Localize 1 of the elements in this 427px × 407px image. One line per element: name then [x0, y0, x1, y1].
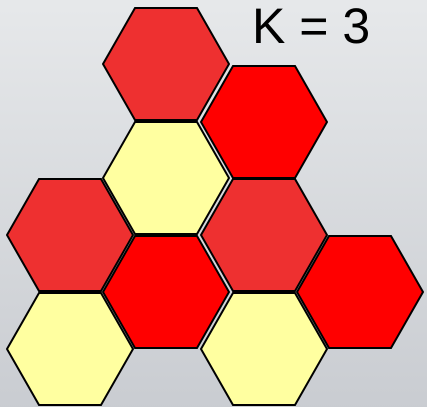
cluster-size-label: K = 3: [252, 0, 370, 54]
